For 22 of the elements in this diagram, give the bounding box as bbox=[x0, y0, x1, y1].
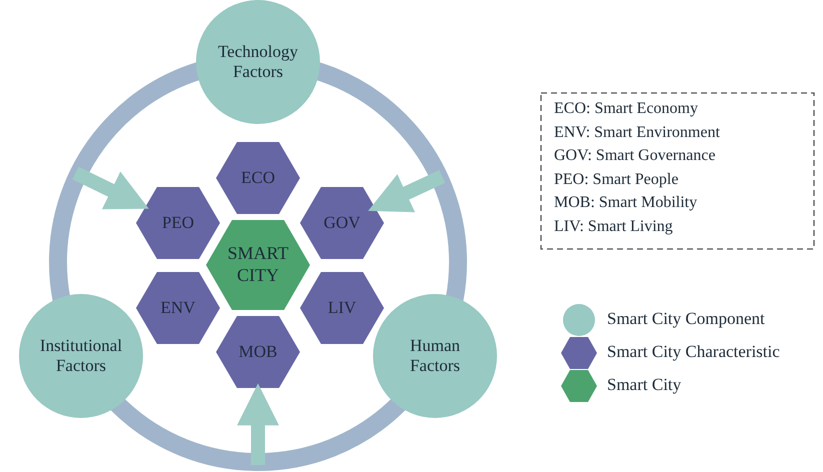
component-label: Institutional Factors bbox=[38, 336, 124, 376]
hexagon-label: ENV bbox=[160, 298, 196, 318]
component-label: Technology Factors bbox=[216, 42, 299, 82]
hexagon-label: SMART CITY bbox=[226, 243, 290, 287]
hexagon-label: LIV bbox=[326, 298, 358, 318]
abbreviation-text: ECO: Smart Economy bbox=[554, 100, 698, 118]
block-arrow bbox=[237, 383, 279, 465]
hexagon-label: GOV bbox=[322, 212, 362, 234]
hexagon-label: MOB bbox=[238, 342, 278, 362]
abbreviation-text: GOV: Smart Governance bbox=[554, 147, 716, 165]
legend-text: Smart City Characteristic bbox=[607, 342, 780, 362]
legend-text: Smart City bbox=[607, 375, 682, 395]
abbreviation-text: LIV: Smart Living bbox=[554, 218, 673, 236]
block-arrow bbox=[368, 170, 446, 212]
hexagon-label: ECO bbox=[240, 168, 276, 188]
abbreviation-text: ENV: Smart Environment bbox=[554, 124, 720, 142]
block-arrow bbox=[72, 166, 149, 210]
abbreviation-text: MOB: Smart Mobility bbox=[554, 194, 698, 212]
legend-text: Smart City Component bbox=[607, 309, 765, 329]
hexagon-label: PEO bbox=[160, 212, 196, 234]
component-label: Human Factors bbox=[408, 336, 462, 376]
abbreviation-text: PEO: Smart People bbox=[554, 170, 678, 188]
